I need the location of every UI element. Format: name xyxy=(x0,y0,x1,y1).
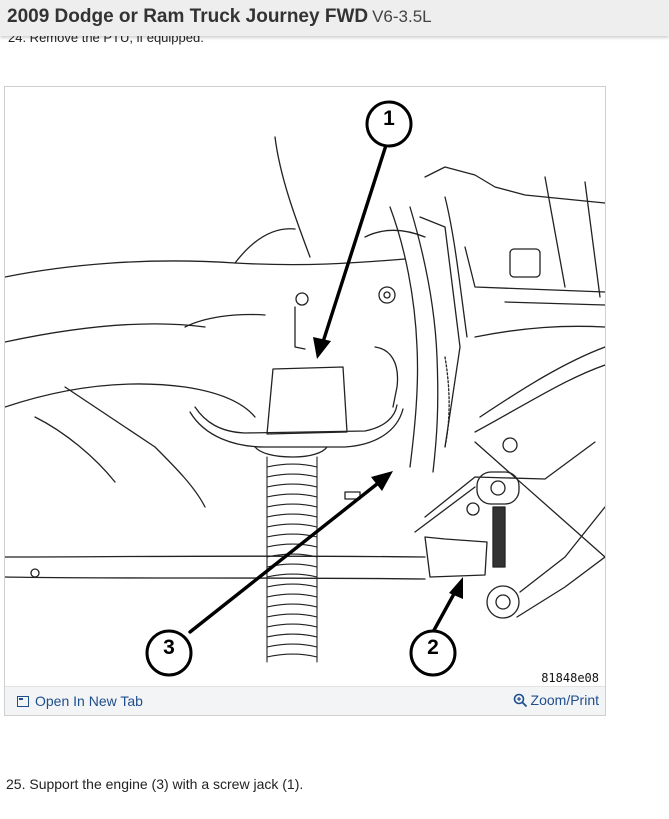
next-step-text: 25. Support the engine (3) with a screw … xyxy=(6,776,304,792)
figure-toolbar: Open In New Tab Zoom/Print xyxy=(5,686,605,715)
figure-container: 1 2 3 81848e08 Open In New Tab Zoom/Prin… xyxy=(4,86,606,716)
open-tab-label: Open In New Tab xyxy=(35,693,143,709)
callout-2: 2 xyxy=(427,636,439,659)
zoom-print-label: Zoom/Print xyxy=(530,692,599,708)
open-in-new-tab-link[interactable]: Open In New Tab xyxy=(17,693,143,709)
zoom-print-link[interactable]: Zoom/Print xyxy=(513,692,599,708)
engine-label: V6-3.5L xyxy=(372,7,432,26)
vehicle-title: 2009 Dodge or Ram Truck Journey FWD xyxy=(7,6,369,27)
callout-1: 1 xyxy=(383,107,395,130)
open-tab-icon xyxy=(17,695,29,707)
engine-illustration xyxy=(5,100,605,677)
figure-code: 81848e08 xyxy=(541,671,599,685)
callout-3: 3 xyxy=(163,636,175,659)
zoom-icon xyxy=(513,693,527,707)
